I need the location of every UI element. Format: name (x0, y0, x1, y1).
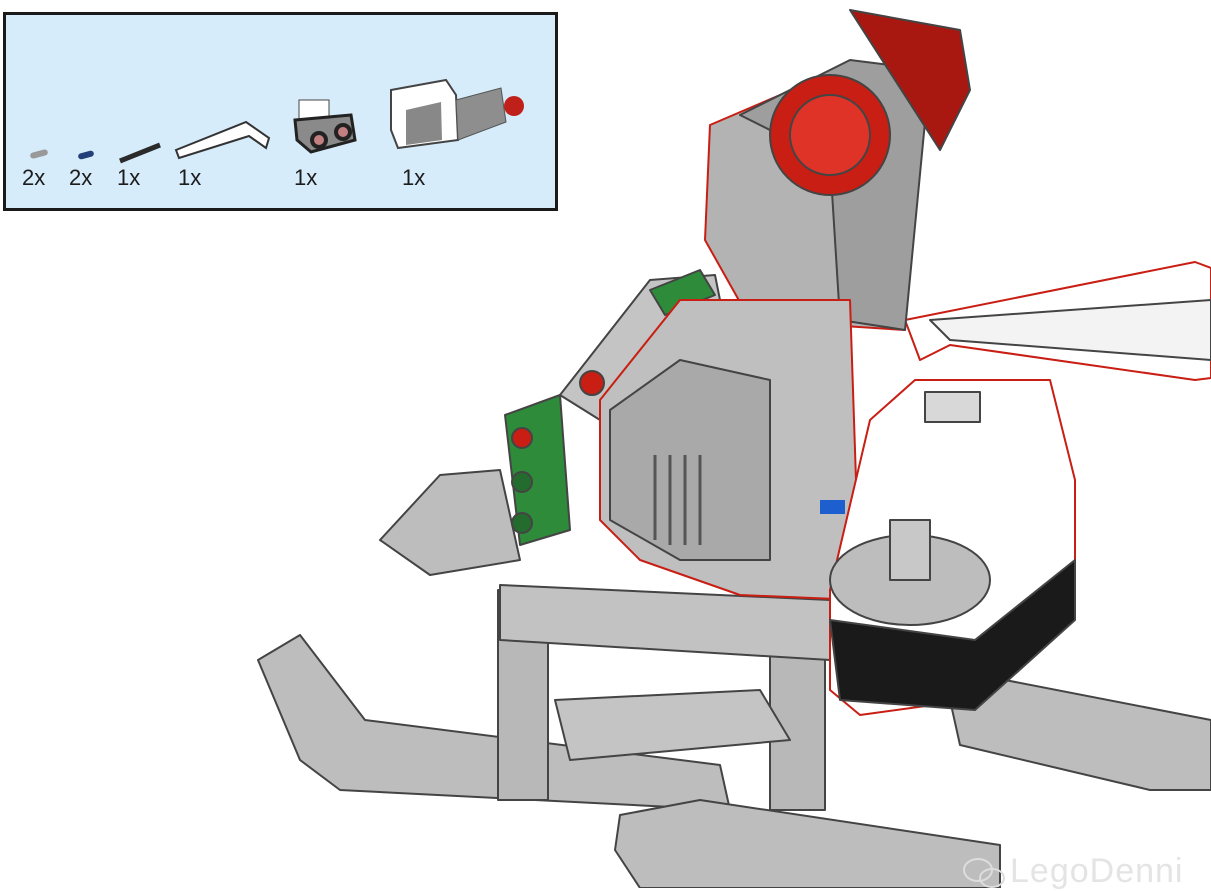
bottom-beam (614, 799, 1001, 888)
angled-arm (379, 469, 521, 576)
part-quantity: 2x (22, 165, 46, 190)
part-quantity: 1x (117, 165, 141, 190)
gray-connector-pin-icon (30, 149, 48, 159)
part-quantity: 2x (69, 165, 93, 190)
cross-beam (554, 689, 791, 761)
part-quantity: 1x (294, 165, 318, 190)
watermark-text: LegoDenni (1010, 852, 1184, 890)
parts-list-panel: 2x 2x 1x 1x 1x 1x (3, 12, 558, 211)
angled-beam-left (257, 634, 731, 811)
medium-motor-icon (390, 78, 524, 150)
wechat-logo-icon (963, 858, 1005, 888)
ultrasonic-sensor-icon (293, 99, 357, 154)
blue-axle-pin-icon (78, 150, 94, 160)
part-quantity: 1x (178, 165, 202, 190)
part-quantity: 1x (402, 165, 426, 190)
white-angled-beam-icon (174, 120, 271, 160)
black-axle-icon (119, 142, 161, 164)
